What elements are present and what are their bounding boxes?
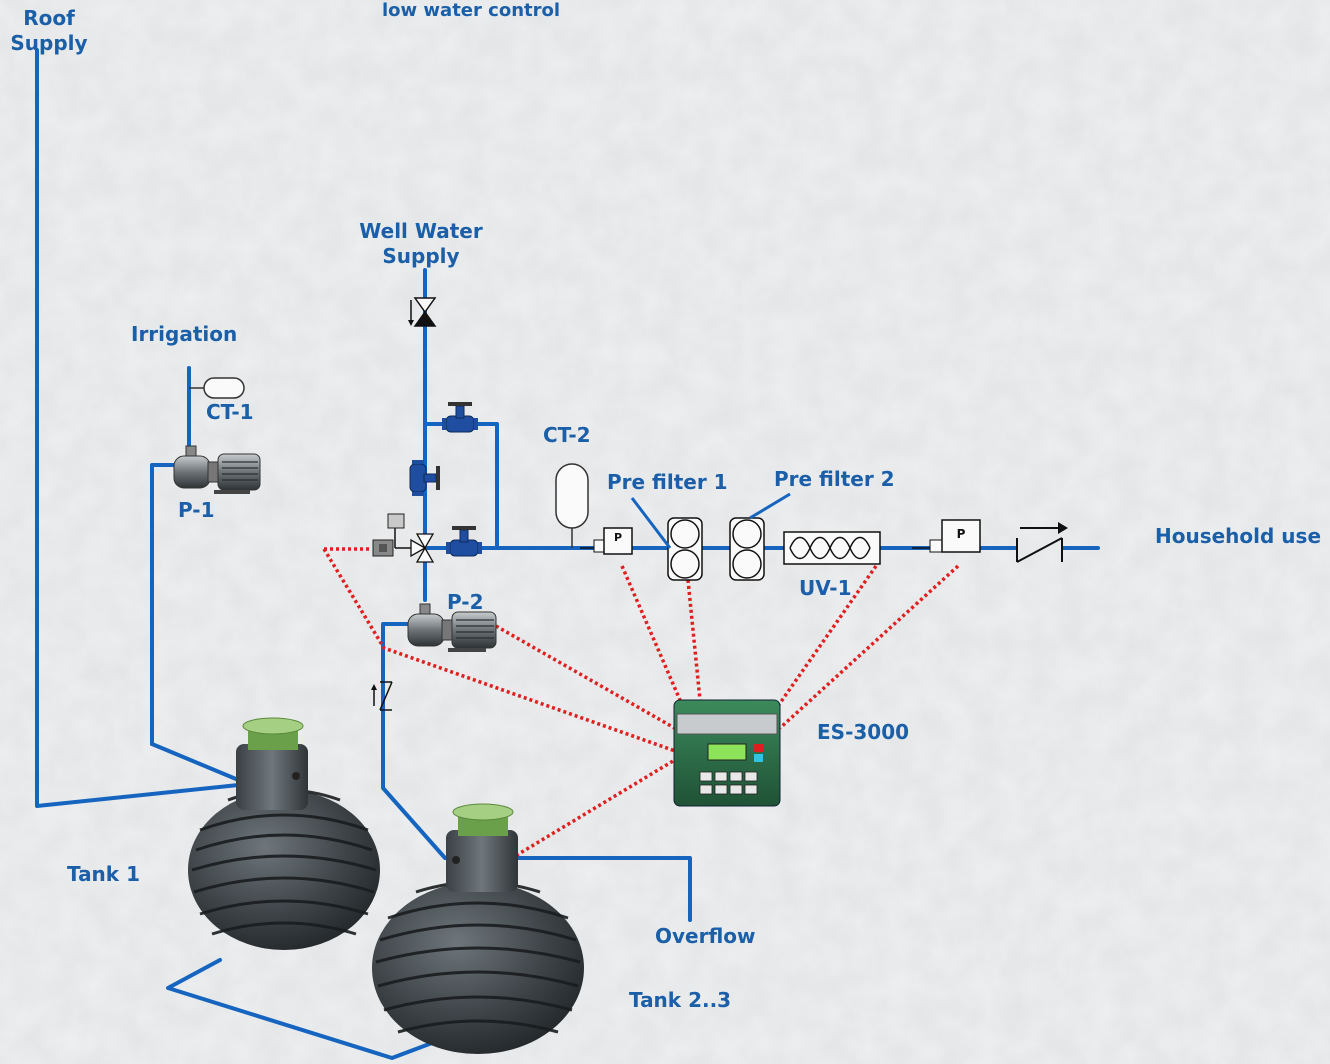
- well-shutoff-valve: [408, 297, 437, 327]
- ct1-label: CT-1: [206, 400, 254, 424]
- pre-filter-1-leader: [630, 497, 672, 549]
- tank23-label: Tank 2..3: [629, 988, 732, 1012]
- p1-label: P-1: [178, 498, 215, 522]
- roof-supply-pipe: [35, 48, 250, 808]
- pressure-switch-2-letter: P: [956, 527, 966, 541]
- header-gate-valve: [446, 526, 482, 557]
- overflow-label: Overflow: [655, 924, 756, 948]
- tank-interconnect-pipe: [166, 958, 442, 1060]
- roof-supply-label-line2: Supply: [10, 31, 88, 55]
- pre-filter-2-leader: [749, 492, 791, 520]
- p2-suction-pipe: [381, 622, 447, 860]
- pre-filter-1: [667, 517, 703, 581]
- household-check-valve: [1016, 522, 1068, 563]
- roof-supply-label-line1: Roof: [23, 6, 75, 30]
- p2-pump: [407, 603, 497, 652]
- bypass-valve: [442, 402, 478, 433]
- signal-tank2: [511, 756, 679, 860]
- low-water-control-label: low water control: [382, 0, 561, 21]
- well-water-supply-label: Well Water Supply: [348, 219, 494, 269]
- pressure-switch-1-letter: P: [613, 531, 623, 544]
- signal-wires: [322, 547, 960, 860]
- ct1-tank: [189, 377, 245, 399]
- tank1-label: Tank 1: [67, 862, 140, 886]
- pre-filter-1-label: Pre filter 1: [607, 470, 728, 494]
- signal-pressure-2: [778, 564, 960, 730]
- pressure-switch-2: [912, 519, 981, 553]
- roof-supply-label: Roof Supply: [8, 6, 90, 56]
- es3000-controller: [673, 699, 781, 807]
- tank1: [188, 717, 380, 950]
- signal-uv: [776, 564, 878, 708]
- tank1-outlet-pipe: [150, 742, 250, 786]
- well-water-label-line1: Well Water: [359, 219, 483, 243]
- pressure-switch-1: [580, 527, 633, 555]
- well-gate-valve: [409, 460, 440, 496]
- signal-p2: [495, 624, 679, 732]
- signal-prefilter: [686, 579, 702, 701]
- p2-label: P-2: [447, 590, 484, 614]
- p1-pump: [173, 445, 261, 494]
- household-use-label: Household use: [1155, 524, 1322, 548]
- uv1-unit: [783, 531, 881, 565]
- p1-suction-pipe: [150, 463, 180, 746]
- tank2: [372, 803, 584, 1054]
- signal-level-to-controller: [322, 548, 679, 754]
- ct2-label: CT-2: [543, 423, 591, 447]
- well-water-label-line2: Supply: [382, 244, 460, 268]
- pre-filter-2-label: Pre filter 2: [774, 467, 895, 491]
- es3000-label: ES-3000: [817, 720, 910, 744]
- ct2-tank: [555, 463, 589, 529]
- irrigation-label: Irrigation: [131, 322, 238, 346]
- signal-pressure-1: [620, 565, 682, 701]
- uv1-label: UV-1: [799, 576, 852, 600]
- overflow-pipe: [510, 856, 692, 922]
- pre-filter-2: [729, 517, 765, 581]
- p2-check-valve: [371, 681, 393, 711]
- three-way-valve: [372, 513, 435, 563]
